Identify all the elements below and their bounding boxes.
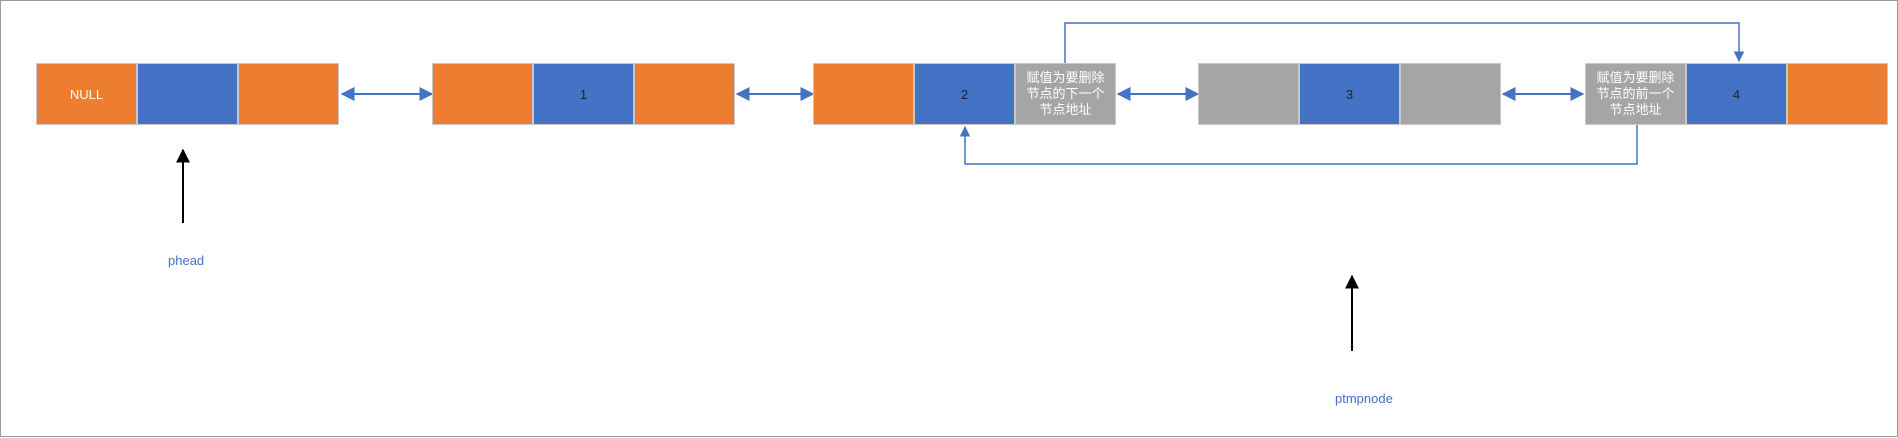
node-null-data-slot xyxy=(137,63,238,125)
node-2-prev-field xyxy=(813,63,914,125)
bypass-link-4-to-2 xyxy=(959,125,1638,165)
node-4-prev-field: 赋值为要删除节点的前一个节点地址 xyxy=(1585,63,1686,125)
node-4-prev-note: 赋值为要删除节点的前一个节点地址 xyxy=(1596,70,1675,117)
node-3-data-field: 3 xyxy=(1299,63,1400,125)
bypass-link-2-to-4 xyxy=(1064,22,1745,63)
node-1-data-field: 1 xyxy=(533,63,634,125)
node-2-next-note: 赋值为要删除节点的下一个节点地址 xyxy=(1026,70,1105,117)
node-4-data-field: 4 xyxy=(1686,63,1787,125)
ptmpnode-label: ptmpnode xyxy=(1335,391,1393,406)
node-3-prev-field xyxy=(1198,63,1299,125)
node-1-next-field xyxy=(634,63,735,125)
node-null-data-field: NULL xyxy=(36,63,137,125)
phead-label: phead xyxy=(168,253,205,268)
node-1-prev-field xyxy=(432,63,533,125)
node-4-next-field xyxy=(1787,63,1888,125)
node-2-data-field: 2 xyxy=(914,63,1015,125)
node-2-next-field: 赋值为要删除节点的下一个节点地址 xyxy=(1015,63,1116,125)
node-3-next-field xyxy=(1400,63,1501,125)
node-null-next-field xyxy=(238,63,339,125)
